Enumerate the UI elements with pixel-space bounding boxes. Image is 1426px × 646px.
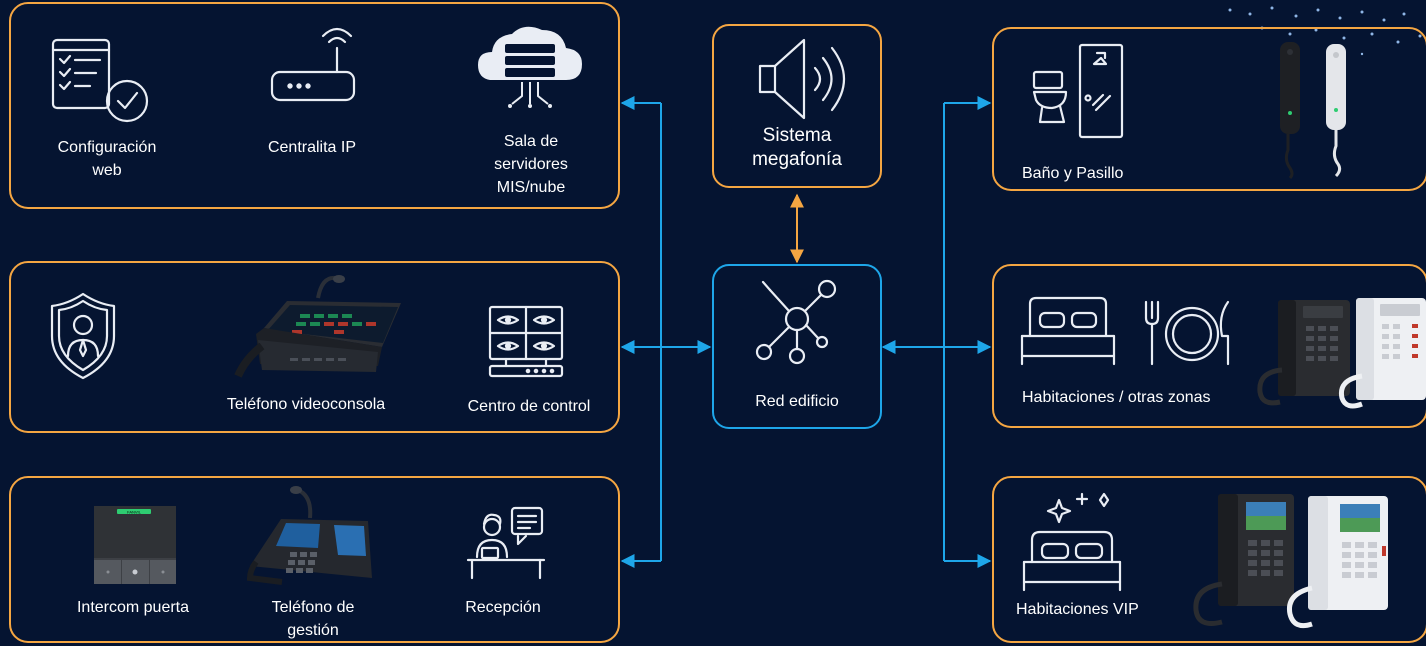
- vip-bed-icon: [1022, 492, 1122, 592]
- router-icon: [270, 27, 356, 102]
- web-config-label-line2: web: [91, 162, 121, 179]
- pa-label-line2: megafonía: [752, 149, 842, 170]
- panel-pa-system: [712, 24, 882, 188]
- panel-right-top: [992, 27, 1426, 191]
- rooms-label: Habitaciones / otras zonas: [1022, 389, 1211, 406]
- bath-corridor-label: Baño y Pasillo: [1022, 165, 1123, 182]
- toilet-shower-icon: [1032, 43, 1124, 139]
- panel-right-mid: [992, 264, 1426, 428]
- management-phone-label-line2: gestión: [287, 622, 339, 639]
- server-room-label-line1: Sala de: [504, 133, 558, 150]
- monitor-wall-icon: [488, 305, 564, 378]
- decorative-dots: [1228, 6, 1422, 56]
- intercom-panel-text: FANVIL: [127, 510, 142, 515]
- pa-label-line1: Sistema: [763, 125, 832, 146]
- connectors: [620, 96, 992, 568]
- security-shield-icon: [50, 292, 116, 380]
- vip-rooms-label: Habitaciones VIP: [1016, 601, 1139, 618]
- receptionist-icon: [466, 506, 546, 580]
- reception-label: Recepción: [465, 599, 541, 616]
- panel-left-bot: [9, 476, 620, 643]
- bed-icon: [1020, 296, 1116, 366]
- server-room-label-line2: servidores: [494, 156, 568, 173]
- server-room-label-line3: MIS/nube: [497, 179, 566, 196]
- web-checklist-icon: [51, 38, 149, 123]
- web-config-label-line1: Configuración: [58, 139, 157, 156]
- center-label: Red edificio: [755, 393, 839, 410]
- speaker-icon: [758, 38, 845, 120]
- cloud-server-icon: [478, 26, 582, 108]
- door-intercom-image: FANVIL: [94, 506, 176, 584]
- panel-left-mid: [9, 261, 620, 433]
- management-phone-label-line1: Teléfono de: [272, 599, 355, 616]
- control-center-label: Centro de control: [468, 398, 591, 415]
- management-phone-image: [246, 486, 372, 585]
- video-console-label: Teléfono videoconsola: [227, 396, 385, 413]
- dining-icon: [1144, 300, 1230, 366]
- pbx-label: Centralita IP: [268, 139, 356, 156]
- hotel-phone-image: [1257, 298, 1426, 409]
- handset-phone-image: [1280, 42, 1346, 180]
- panel-left-top: [9, 2, 620, 209]
- video-console-phone-image: [234, 275, 401, 378]
- panel-network-center: [712, 264, 882, 429]
- network-hub-icon: [755, 279, 837, 365]
- door-intercom-label: Intercom puerta: [77, 599, 189, 616]
- panel-right-bot: [992, 476, 1426, 643]
- video-hotel-phone-image: [1193, 494, 1388, 629]
